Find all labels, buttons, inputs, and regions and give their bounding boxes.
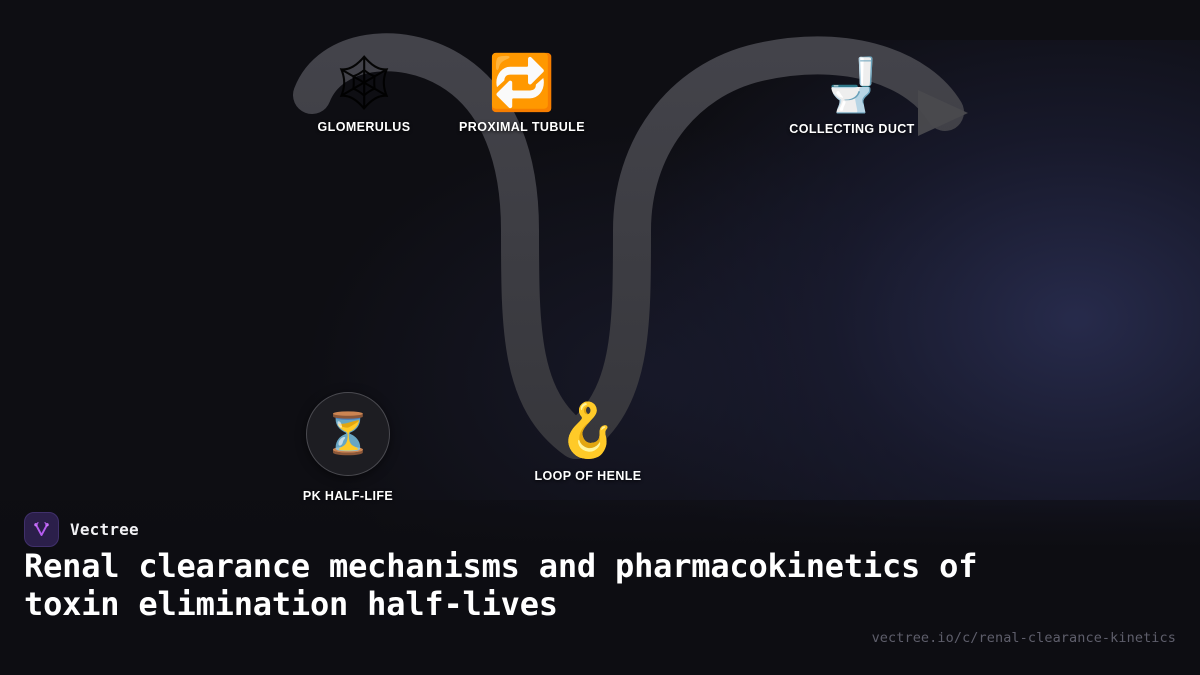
brand-row[interactable]: Vectree [24, 512, 139, 547]
vectree-logo-glyph [34, 522, 49, 536]
node-label-loop-of-henle: LOOP OF HENLE [534, 469, 642, 483]
hourglass-icon: ⏳ [323, 411, 373, 457]
footer: Vectree Renal clearance mechanisms and p… [0, 500, 1200, 675]
node-glomerulus[interactable]: 🕸 GLOMERULUS [304, 51, 424, 135]
tubule-path-group [293, 33, 964, 459]
brand-name: Vectree [70, 520, 139, 539]
flow-arrowhead [918, 90, 968, 136]
repeat-arrows-icon: 🔁 [488, 51, 556, 114]
node-pk-half-life[interactable]: ⏳ PK HALF-LIFE [288, 392, 408, 503]
spider-web-icon: 🕸 [329, 51, 399, 114]
vectree-v-logo-icon [24, 512, 59, 547]
node-proximal-tubule[interactable]: 🔁 PROXIMAL TUBULE [459, 51, 585, 135]
page-url: vectree.io/c/renal-clearance-kinetics [871, 630, 1176, 646]
node-label-proximal-tubule: PROXIMAL TUBULE [459, 120, 585, 134]
node-collecting-duct[interactable]: 🚽 COLLECTING DUCT [789, 56, 915, 136]
node-loop-of-henle[interactable]: 🪝 LOOP OF HENLE [528, 405, 648, 483]
node-label-pk-half-life: PK HALF-LIFE [302, 489, 394, 503]
tubule-path [293, 33, 964, 459]
hook-icon: 🪝 [555, 401, 621, 461]
toilet-icon: 🚽 [819, 56, 885, 116]
pk-half-life-badge: ⏳ [306, 392, 390, 476]
node-label-collecting-duct: COLLECTING DUCT [789, 122, 915, 136]
node-label-glomerulus: GLOMERULUS [317, 120, 411, 134]
headline: Renal clearance mechanisms and pharmacok… [24, 547, 978, 623]
